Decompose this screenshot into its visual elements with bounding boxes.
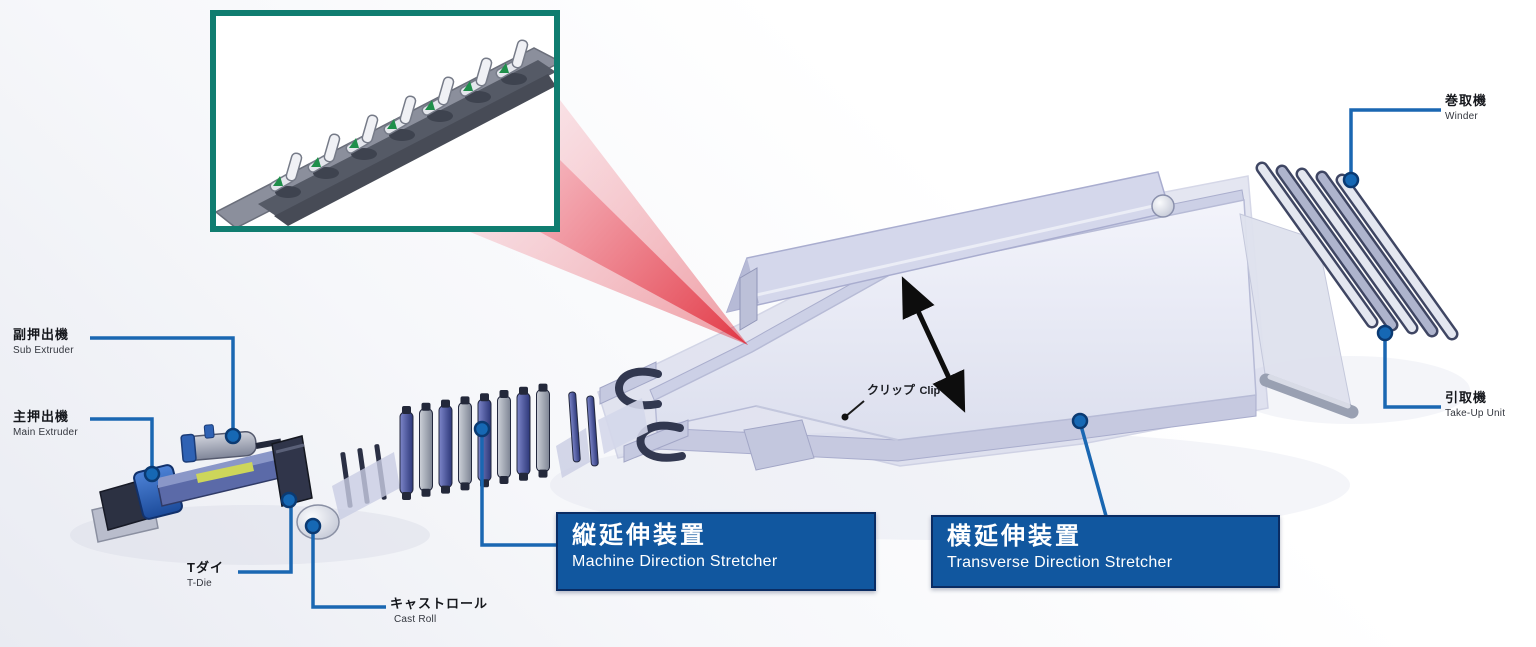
cast-roll-label-en: Cast Roll [394,613,437,625]
clip-chain-drawing [216,38,554,226]
td-stretcher-box-ja: 横延伸装置 [947,523,1082,550]
main-extruder-label-ja: 主押出機 [13,409,70,424]
take-up-leader [1383,333,1441,409]
sub-extruder-label-ja: 副押出機 [13,327,70,342]
t-die-label-ja: Tダイ [187,560,224,575]
clip-label-ja: クリップ [867,383,916,397]
md-stretcher-box-en: Machine Direction Stretcher [572,552,778,570]
t-die-leader [238,502,293,574]
cast-roll-leader [311,527,386,609]
main-extruder-label: 主押出機 Main Extruder [13,409,78,439]
take-up-unit-label-en: Take-Up Unit [1445,407,1506,419]
winder-leader [1349,108,1441,180]
cast-roll-label-ja: キャストロール [390,596,489,611]
sub-extruder-label-en: Sub Extruder [13,344,74,356]
clip-label-en: Clip [919,385,941,397]
main-extruder-label-en: Main Extruder [13,426,78,438]
extrusion-section [91,424,400,543]
md-stretcher-box: 縦延伸装置 Machine Direction Stretcher [556,512,876,591]
winder-label-ja: 巻取機 [1445,93,1488,108]
leader-dots [143,171,1394,535]
leader-lines [90,108,1441,609]
td-stretcher-leader [1078,421,1108,517]
sub-extruder-leader [90,336,235,436]
clip-closeup-inset [210,10,560,232]
td-stretcher-box-en: Transverse Direction Stretcher [947,553,1173,571]
clip-label: クリップ Clip [867,381,940,399]
winder-label: 巻取機 Winder [1445,93,1487,123]
clip-leader [841,400,865,421]
winder-label-en: Winder [1445,110,1478,122]
take-up-unit-label: 引取機 Take-Up Unit [1445,390,1505,420]
take-up-winder-rolls [1239,161,1459,419]
take-up-unit-label-ja: 引取機 [1445,390,1488,405]
transverse-direction-arrow [901,276,966,413]
td-stretcher-box: 横延伸装置 Transverse Direction Stretcher [931,515,1280,588]
t-die-label: Tダイ T-Die [187,560,224,590]
main-extruder-leader [90,417,154,474]
t-die-label-en: T-Die [187,577,212,589]
md-stretcher-box-ja: 縦延伸装置 [572,522,707,549]
sub-extruder-label: 副押出機 Sub Extruder [13,327,74,357]
cast-roll-label: キャストロール Cast Roll [390,596,488,626]
md-stretcher-leader [480,429,556,547]
